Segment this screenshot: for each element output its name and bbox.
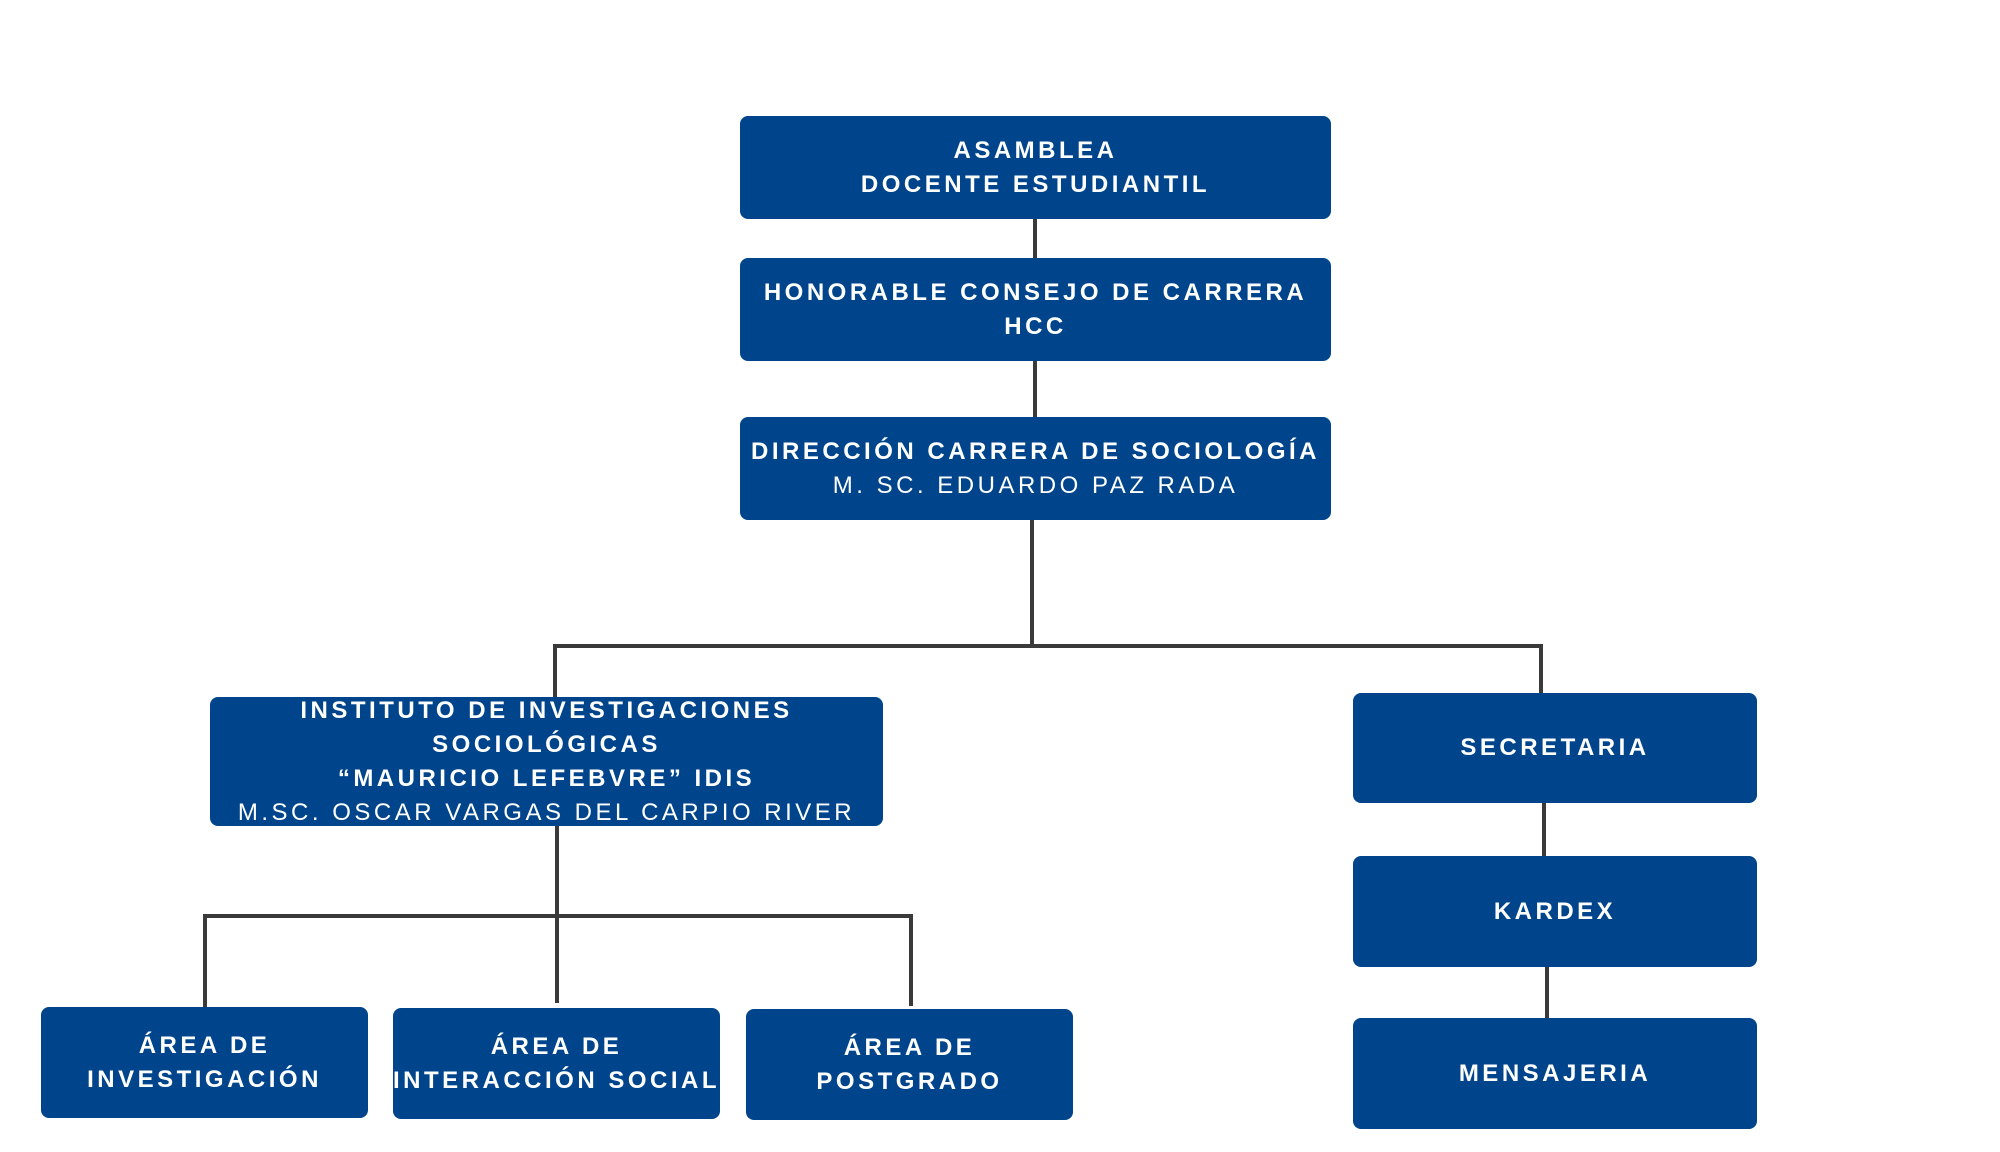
connector-to-area-interaccion — [555, 914, 559, 1003]
connector-hcc-direccion — [1033, 360, 1037, 420]
connector-direccion-down — [1030, 520, 1034, 648]
connector-to-idis — [553, 644, 557, 701]
connector-to-secretaria — [1539, 644, 1543, 698]
connector-secretaria-kardex — [1542, 802, 1546, 857]
idis-line1: INSTITUTO DE INVESTIGACIONES SOCIOLÓGICA… — [300, 696, 793, 758]
hcc-line1: HONORABLE CONSEJO DE CARRERA — [763, 278, 1308, 306]
connector-idis-down — [555, 826, 559, 918]
kardex-label: KARDEX — [1493, 897, 1617, 925]
node-area-investigacion: ÁREA DE INVESTIGACIÓN — [41, 1007, 368, 1118]
area-postgrado-line1: ÁREA DE — [843, 1033, 976, 1061]
asamblea-line2: DOCENTE ESTUDIANTIL — [860, 170, 1211, 198]
area-investigacion-line1: ÁREA DE — [138, 1031, 271, 1059]
idis-person: M.SC. OSCAR VARGAS DEL CARPIO RIVER — [237, 798, 856, 826]
node-direccion: DIRECCIÓN CARRERA DE SOCIOLOGÍA M. SC. E… — [740, 417, 1331, 520]
node-hcc: HONORABLE CONSEJO DE CARRERA HCC — [740, 258, 1331, 361]
node-kardex: KARDEX — [1353, 856, 1757, 967]
node-secretaria: SECRETARIA — [1353, 693, 1757, 803]
node-area-postgrado: ÁREA DE POSTGRADO — [746, 1009, 1073, 1120]
connector-to-area-postgrado — [909, 914, 913, 1006]
secretaria-label: SECRETARIA — [1460, 734, 1650, 761]
hcc-line2: HCC — [1004, 312, 1067, 340]
mensajeria-label: MENSAJERIA — [1458, 1059, 1652, 1087]
node-asamblea: ASAMBLEA DOCENTE ESTUDIANTIL — [740, 116, 1331, 219]
area-postgrado-line2: POSTGRADO — [816, 1067, 1003, 1095]
area-investigacion-line2: INVESTIGACIÓN — [87, 1065, 322, 1093]
direccion-person: M. SC. EDUARDO PAZ RADA — [832, 471, 1239, 499]
node-mensajeria: MENSAJERIA — [1353, 1018, 1757, 1129]
node-area-interaccion: ÁREA DE INTERACCIÓN SOCIAL — [393, 1008, 720, 1119]
direccion-title: DIRECCIÓN CARRERA DE SOCIOLOGÍA — [751, 437, 1320, 465]
connector-to-area-investigacion — [203, 914, 207, 1009]
area-interaccion-line2: INTERACCIÓN SOCIAL — [393, 1066, 720, 1094]
area-interaccion-line1: ÁREA DE — [490, 1032, 623, 1060]
idis-line2: “MAURICIO LEFEBVRE” IDIS — [337, 764, 756, 792]
asamblea-line1: ASAMBLEA — [953, 136, 1118, 164]
connector-kardex-mensajeria — [1545, 965, 1549, 1020]
node-idis: INSTITUTO DE INVESTIGACIONES SOCIOLÓGICA… — [210, 697, 883, 826]
connector-asamblea-hcc — [1033, 218, 1037, 260]
connector-main-horizontal — [553, 644, 1543, 648]
